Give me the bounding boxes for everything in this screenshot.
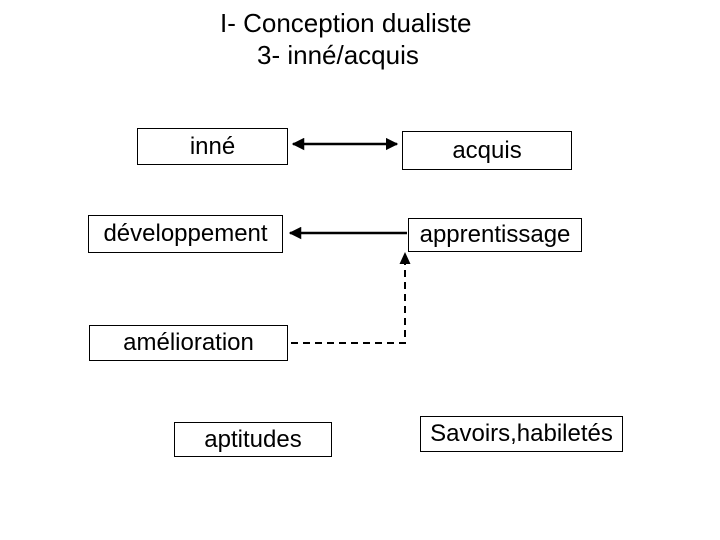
dashed-connector-amelioration-apprentissage <box>291 259 406 344</box>
box-amelioration: amélioration <box>89 325 288 361</box>
slide-title-line-2: 3- inné/acquis <box>257 40 419 70</box>
box-inne: inné <box>137 128 288 165</box>
box-savoirs-habiletes: Savoirs,habiletés <box>420 416 623 452</box>
box-acquis: acquis <box>402 131 572 170</box>
box-apprentissage: apprentissage <box>408 218 582 252</box>
box-developpement: développement <box>88 215 283 253</box>
slide-title-line-1: I- Conception dualiste <box>220 8 472 38</box>
dashed-connector-arrowhead-up-icon <box>399 252 411 264</box>
box-aptitudes: aptitudes <box>174 422 332 457</box>
